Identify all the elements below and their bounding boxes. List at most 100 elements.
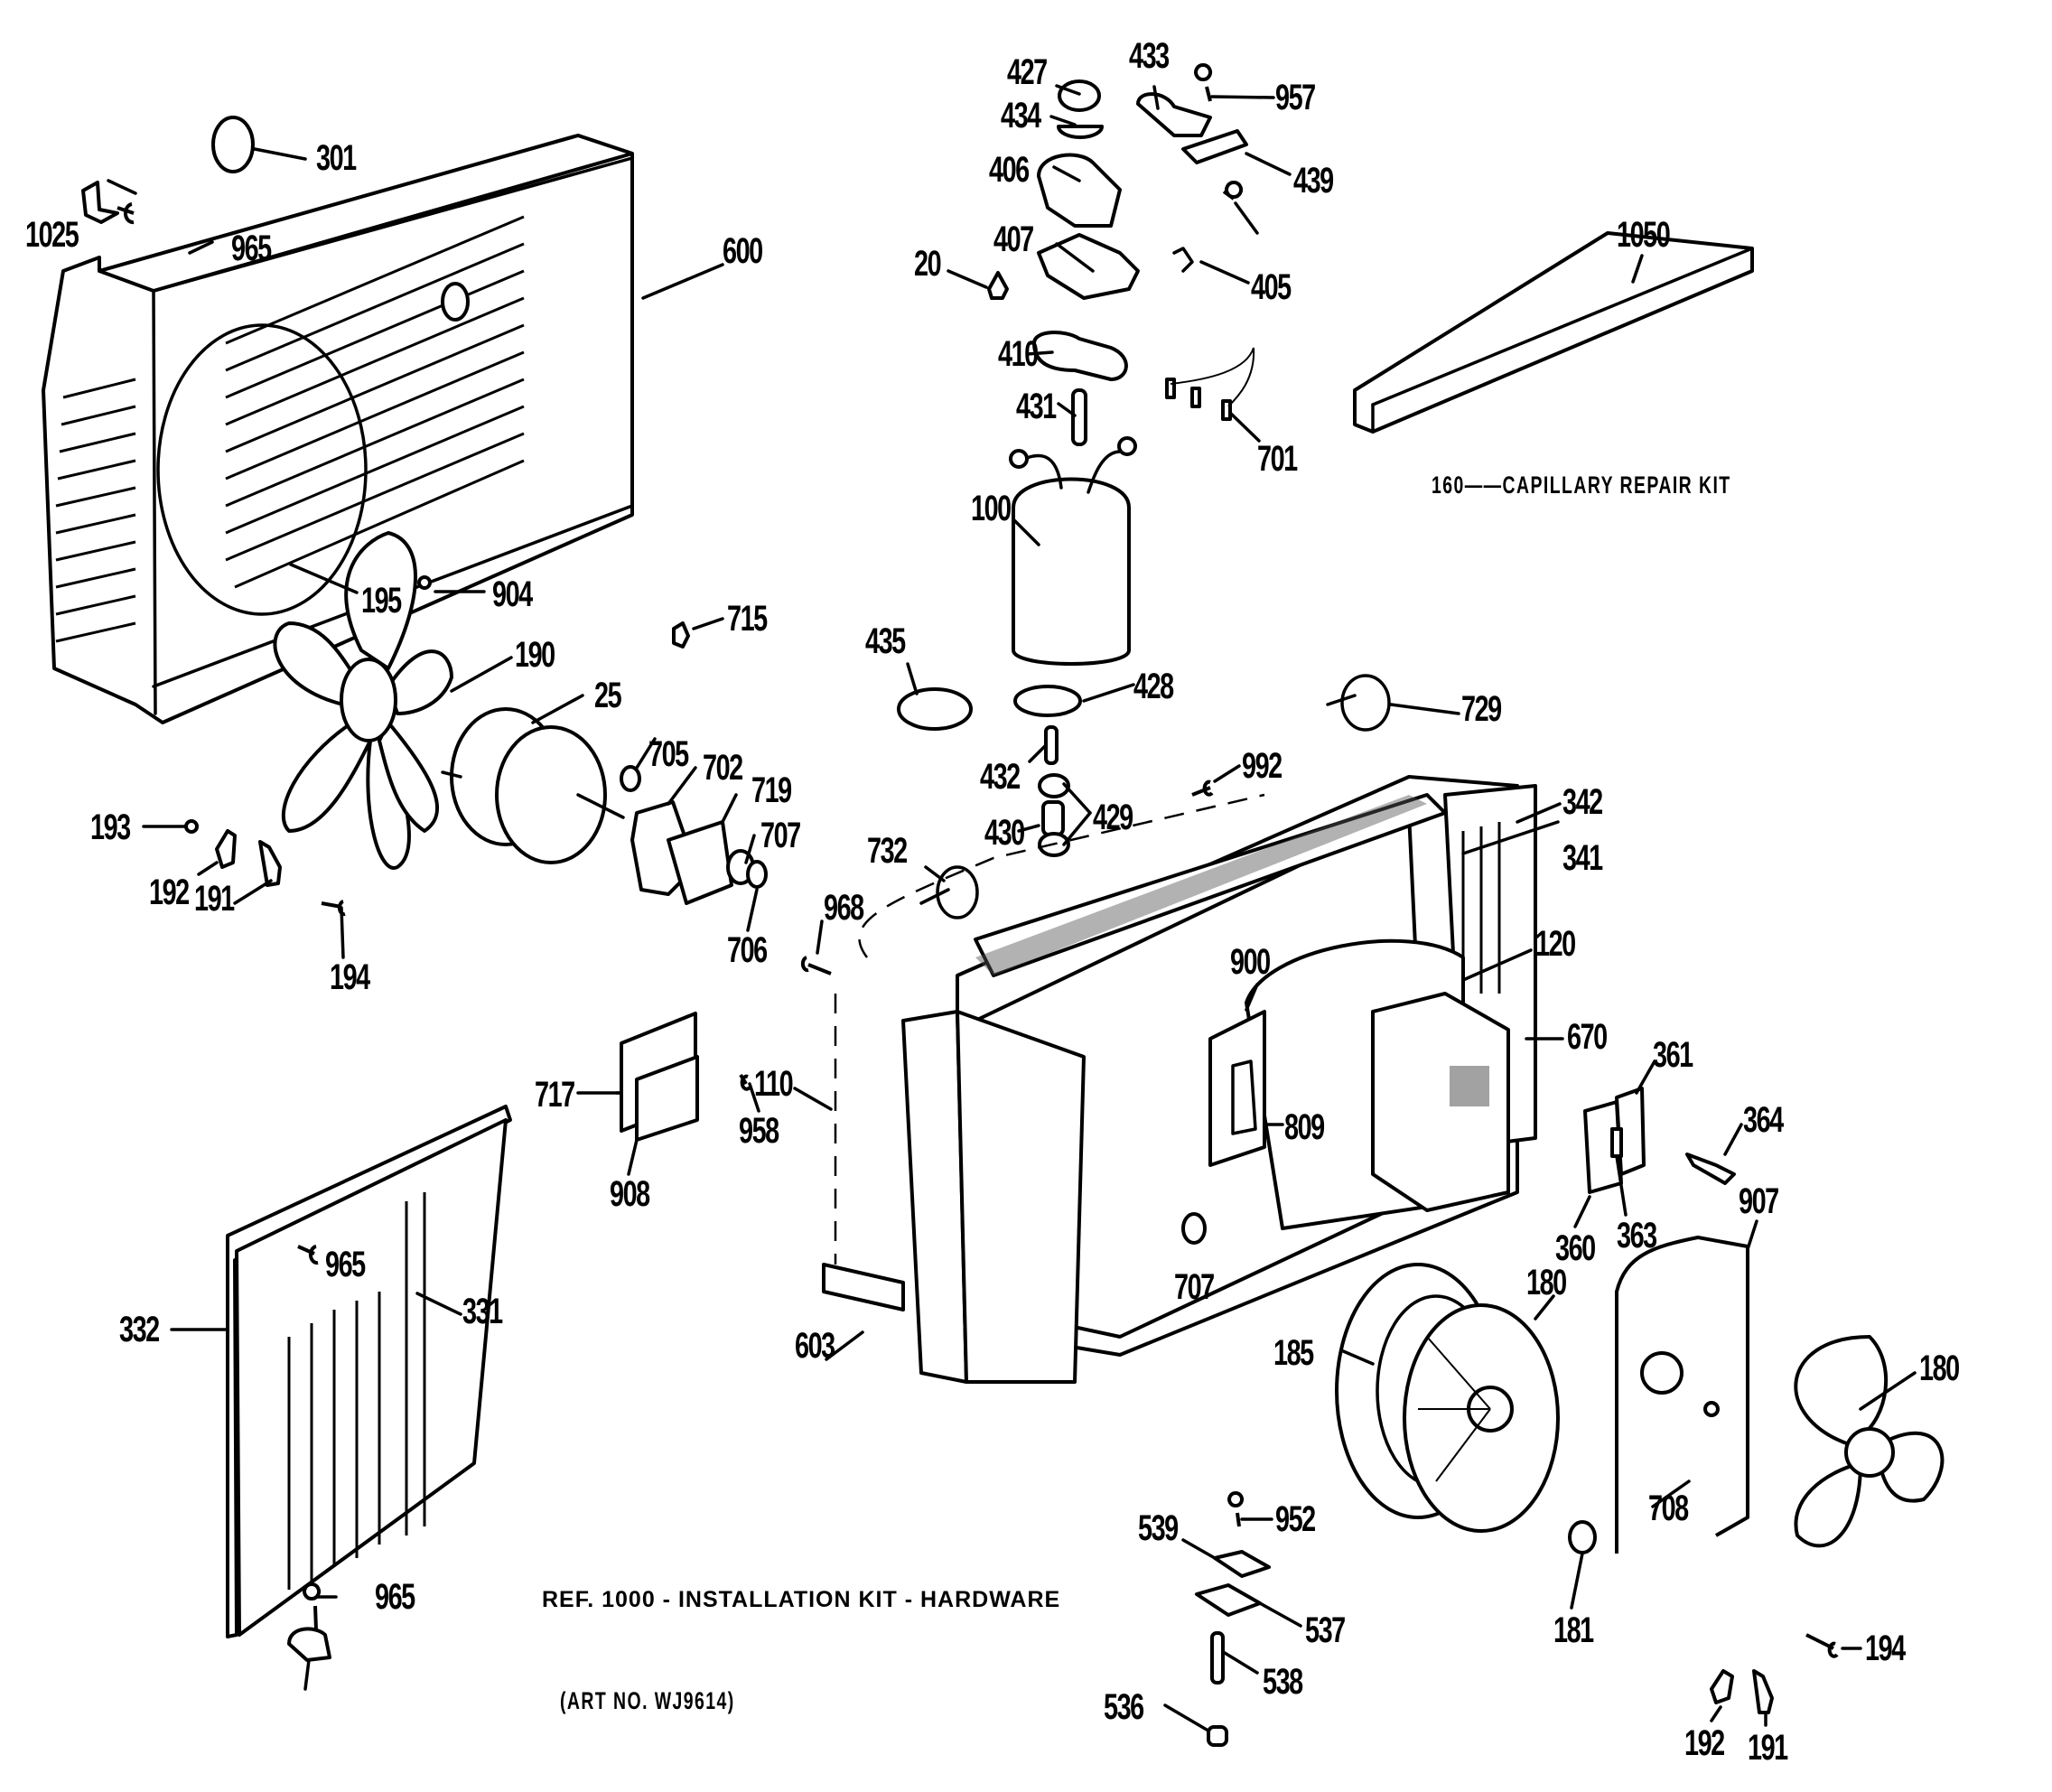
chassis-foam-strip [975,795,1427,975]
callout-706: 706 [727,930,768,970]
screw-965-top [117,202,135,225]
callout-430: 430 [984,813,1025,853]
callout-992: 992 [1242,746,1282,786]
nut-536 [1207,1725,1228,1747]
gasket-410 [1032,331,1128,381]
callout-181: 181 [1553,1610,1594,1650]
callout-707: 707 [760,816,801,855]
callout-194b: 194 [1865,1629,1906,1668]
screw-992 [1191,779,1214,797]
screw-194b [1805,1633,1839,1658]
callout-729: 729 [1461,689,1502,729]
installation-kit-note: REF. 1000 - INSTALLATION KIT - HARDWARE [542,1587,1061,1612]
callout-360: 360 [1555,1228,1596,1268]
rear-louvers [225,215,525,589]
callout-301: 301 [316,138,357,178]
callout-717: 717 [535,1075,575,1115]
plug-button-301 [211,116,255,173]
relay-20 [987,271,1009,300]
kit-dash: —— [1464,471,1503,499]
callout-434: 434 [1001,96,1041,135]
callout-331: 331 [462,1292,503,1331]
control-box-grille [1450,1066,1489,1106]
callout-732: 732 [867,831,908,871]
knob-insert-706 [746,860,768,889]
callout-100: 100 [971,489,1012,528]
clamp-1027 [287,1627,331,1662]
capillary-kit-label: CAPILLARY REPAIR KIT [1502,471,1731,499]
callout-110: 110 [754,1064,794,1104]
callout-361: 361 [1653,1035,1693,1075]
insulation-strip-1050 [1353,231,1754,434]
left-louvers [55,378,136,643]
callout-191: 191 [194,879,235,919]
leader-lines [107,84,1917,1731]
grommet-707b [1181,1212,1207,1245]
callout-432: 432 [980,757,1021,797]
callout-192: 192 [149,873,190,912]
callout-435: 435 [865,621,906,661]
callout-702: 702 [703,748,743,788]
art-number: (ART NO. WJ9614) [560,1687,735,1714]
stud-431 [1071,388,1087,446]
callout-952: 952 [1275,1499,1316,1539]
callout-433: 433 [1129,36,1170,76]
fan-blade-180b [1794,1335,1945,1548]
callout-439: 439 [1293,161,1334,201]
callout-538: 538 [1263,1662,1303,1702]
blower-wheel-180 [1403,1303,1560,1533]
callout-195: 195 [361,581,402,621]
bushing-705 [620,765,641,792]
callout-719: 719 [751,770,792,810]
bracket-439 [1181,129,1248,164]
callout-405: 405 [1251,267,1292,307]
callout-715: 715 [727,599,768,639]
fan-orifice-ring [156,323,368,616]
clamp-192 [215,829,237,869]
spring-430 [1041,800,1065,836]
clip-715 [672,621,690,649]
plate-537 [1195,1583,1262,1617]
connector-364 [1685,1153,1736,1185]
screw-958 [739,1073,751,1091]
cable-tie-732 [936,865,979,919]
callout-180b: 180 [1919,1349,1960,1388]
callout-25: 25 [594,676,622,715]
callout-537: 537 [1305,1610,1346,1650]
screw-952 [1227,1491,1245,1527]
callout-539: 539 [1138,1508,1179,1548]
callout-120: 120 [1535,924,1576,964]
terminal-cover-406 [1037,153,1122,228]
clip-405 [1172,247,1194,273]
callout-965b: 965 [325,1245,366,1284]
callout-965: 965 [231,229,272,268]
cap-434 [1057,125,1104,139]
nut-193 [184,819,199,834]
callout-363: 363 [1617,1216,1657,1255]
callout-536: 536 [1104,1687,1144,1727]
clamp-192b [1710,1669,1734,1704]
callout-958: 958 [739,1111,779,1151]
callout-341: 341 [1562,838,1603,878]
callout-670: 670 [1567,1017,1608,1057]
callout-600: 600 [723,231,763,271]
grommet-427 [1058,79,1101,112]
callout-427: 427 [1007,52,1048,92]
condenser-fan-blade-190 [273,531,453,870]
cable-tie-729 [1340,674,1391,732]
callout-180: 180 [1526,1263,1567,1302]
callout-701: 701 [1257,439,1298,479]
callout-429: 429 [1093,798,1133,837]
capacitor-bracket-900 [1208,1010,1266,1167]
control-box-670 [1371,992,1510,1212]
callout-904: 904 [492,574,533,614]
capacitor-strap-809 [1231,1059,1257,1135]
fan-motor-25 [441,707,625,864]
hub-181 [1568,1520,1597,1554]
screw-965c [303,1582,321,1631]
callout-708: 708 [1648,1489,1689,1528]
callout-194: 194 [330,957,370,997]
bracket-191 [258,840,282,887]
callout-407: 407 [993,219,1034,259]
